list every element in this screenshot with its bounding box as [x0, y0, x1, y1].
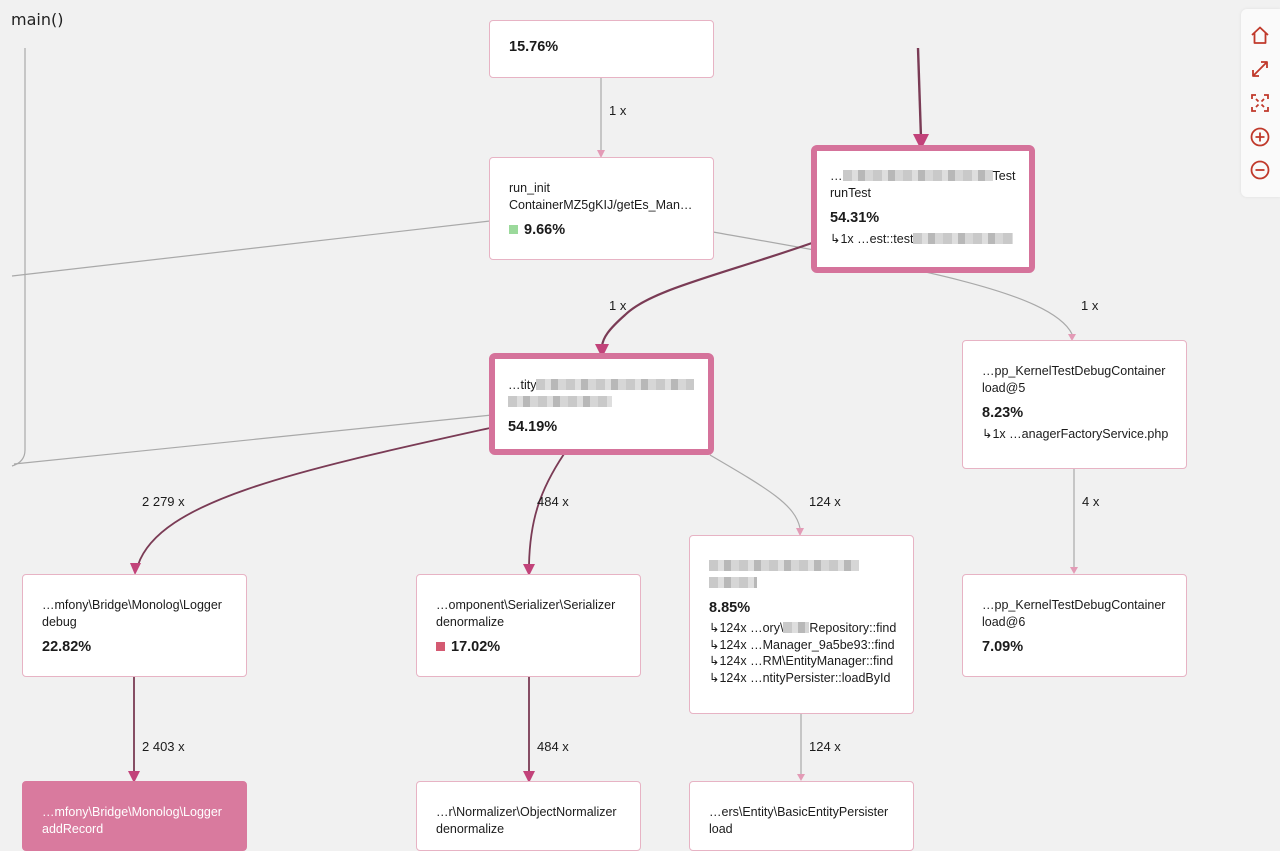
node-function-name: denormalize [436, 822, 505, 836]
graph-node-logger-debug[interactable]: …mfony\Bridge\Monolog\Logger debug 22.82… [22, 574, 247, 677]
redacted-text [842, 170, 993, 181]
node-percentage: 8.23% [982, 405, 1024, 421]
graph-node-entity-persister[interactable]: …ers\Entity\BasicEntityPersister load [689, 781, 914, 851]
node-function-name: load@6 [982, 615, 1026, 629]
call-name: …est::test [857, 232, 914, 246]
node-class-name: …r\Normalizer\ObjectNormalizer [436, 805, 617, 819]
redacted-text [536, 379, 695, 390]
edge-label: 484 x [537, 739, 569, 754]
node-percentage: 8.85% [709, 600, 751, 616]
edge-entity-to-serializer [528, 453, 565, 566]
call-count: ↳124x [709, 621, 747, 635]
edge-caller-to-runtest [916, 47, 923, 139]
node-class-name: … [830, 169, 843, 183]
node-percentage: 17.02% [451, 639, 501, 655]
graph-node-entity[interactable]: …tity 54.19% [489, 353, 714, 455]
node-function-name: load@5 [982, 381, 1026, 395]
node-class-name: …pp_KernelTestDebugContainer [982, 364, 1166, 378]
graph-node-top[interactable]: 15.76% [489, 20, 714, 78]
node-percentage: 22.82% [42, 639, 92, 655]
graph-node-object-normalizer[interactable]: …r\Normalizer\ObjectNormalizer denormali… [416, 781, 641, 851]
call-count: ↳124x [709, 654, 747, 668]
node-function-name: denormalize [436, 615, 505, 629]
call-count: ↳1x [830, 232, 854, 246]
node-percentage: 54.19% [508, 419, 558, 435]
page-title: main() [11, 10, 64, 29]
edge-entity-to-repo [709, 454, 801, 529]
graph-node-kernel-load5[interactable]: …pp_KernelTestDebugContainer load@5 8.23… [962, 340, 1187, 469]
graph-node-run-init[interactable]: run_init ContainerMZ5gKIJ/getEs_Man… 9.6… [489, 157, 714, 260]
node-function-name: addRecord [42, 822, 104, 836]
redacted-text [913, 233, 1014, 244]
redacted-text [709, 577, 757, 588]
node-percentage: 15.76% [509, 39, 559, 55]
edge-label: 1 x [1081, 298, 1099, 313]
node-percentage: 54.31% [830, 210, 880, 226]
edge-left-vertical [11, 48, 26, 467]
edge-left-to-run-init [11, 220, 491, 277]
edge-label: 1 x [609, 103, 627, 118]
self-time-swatch [509, 225, 518, 234]
graph-node-runtest[interactable]: …Test runTest 54.31% ↳1x …est::test [811, 145, 1035, 273]
call-name: …ory\ [750, 621, 784, 635]
node-class-name: ContainerMZ5gKIJ/getEs_Man… [509, 198, 693, 212]
node-class-name: …mfony\Bridge\Monolog\Logger [42, 805, 222, 819]
self-time-swatch [436, 642, 445, 651]
node-function-name: runTest [830, 186, 871, 200]
node-class-name: …mfony\Bridge\Monolog\Logger [42, 598, 222, 612]
node-percentage: 9.66% [524, 222, 566, 238]
edge-label: 1 x [609, 298, 627, 313]
edge-label: 484 x [537, 494, 569, 509]
edge-label: 2 279 x [142, 494, 185, 509]
expand-icon[interactable] [1249, 58, 1271, 80]
call-name: …ntityPersister::loadById [750, 670, 891, 685]
edge-left-to-entity [13, 414, 493, 465]
fit-icon[interactable] [1249, 92, 1271, 114]
edge-runtest-to-entity [600, 241, 813, 347]
redacted-text [508, 396, 612, 407]
call-count: ↳1x [982, 427, 1006, 441]
node-class-name: …ers\Entity\BasicEntityPersister [709, 805, 889, 819]
zoom-in-icon[interactable] [1249, 126, 1271, 148]
graph-node-logger-addrecord[interactable]: …mfony\Bridge\Monolog\Logger addRecord [22, 781, 247, 851]
call-name: Repository::find [809, 621, 897, 635]
node-class-name: …tity [508, 378, 537, 392]
call-name: …RM\EntityManager::find [750, 654, 894, 668]
redacted-text [783, 622, 810, 633]
call-count: ↳124x [709, 637, 747, 652]
call-name: …Manager_9a5be93::find [750, 637, 895, 652]
edge-label: 124 x [809, 494, 841, 509]
call-name: …anagerFactoryService.php [1009, 427, 1169, 441]
edge-label: 4 x [1082, 494, 1100, 509]
redacted-text [709, 560, 859, 571]
graph-node-repository[interactable]: 8.85% ↳124x …ory\Repository::find ↳124x … [689, 535, 914, 714]
graph-toolbar [1241, 9, 1280, 197]
home-icon[interactable] [1249, 24, 1271, 46]
edge-init-to-kernel5 [712, 231, 1073, 335]
call-count: ↳124x [709, 670, 747, 685]
node-percentage: 7.09% [982, 639, 1024, 655]
graph-node-serializer[interactable]: …omponent\Serializer\Serializer denormal… [416, 574, 641, 677]
edge-entity-to-logger [137, 427, 491, 566]
node-class-name: …pp_KernelTestDebugContainer [982, 598, 1166, 612]
node-function-name: load [709, 822, 733, 836]
edge-label: 124 x [809, 739, 841, 754]
zoom-out-icon[interactable] [1249, 159, 1271, 181]
node-function-name: debug [42, 615, 77, 629]
node-class-name: …omponent\Serializer\Serializer [436, 598, 616, 612]
graph-node-kernel-load6[interactable]: …pp_KernelTestDebugContainer load@6 7.09… [962, 574, 1187, 677]
node-function-name: run_init [509, 181, 550, 195]
edge-label: 2 403 x [142, 739, 185, 754]
